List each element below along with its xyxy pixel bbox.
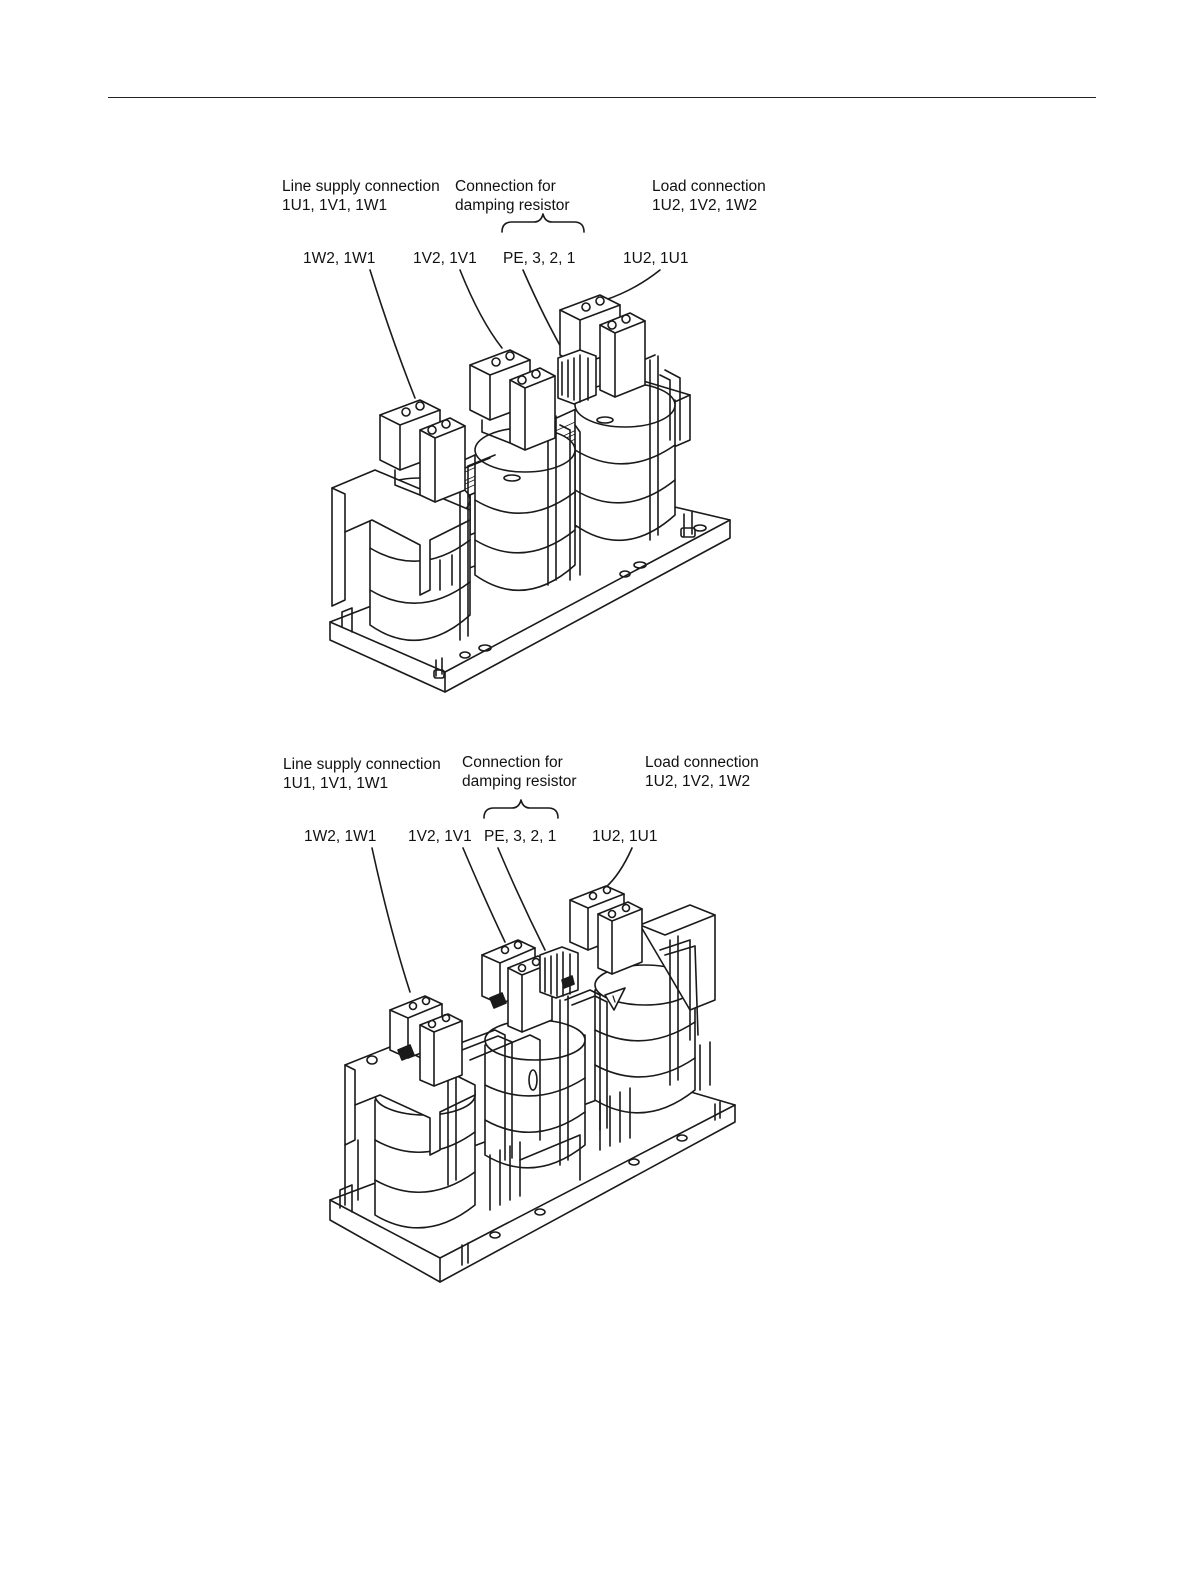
reactor-figure-1: Line supply connection 1U1, 1V1, 1W1 Con… (0, 0, 1191, 700)
damping-brace (484, 800, 558, 818)
damping-terminal-strip (540, 947, 578, 998)
leader-1w2-1w1 (370, 270, 415, 398)
reactor-drawing-1 (0, 0, 1191, 700)
leader-1v2-1v1 (460, 270, 502, 348)
coil-middle (475, 428, 575, 590)
leader-1u2-1u1 (605, 848, 632, 888)
reactor-drawing-2 (0, 700, 1191, 1300)
leader-1v2-1v1 (463, 848, 505, 942)
reactor-figure-2: Line supply connection 1U1, 1V1, 1W1 Con… (0, 700, 1191, 1300)
damping-terminal-strip (558, 350, 596, 404)
terminal-block-middle (470, 350, 555, 450)
damping-brace (502, 214, 584, 232)
terminal-block-right (570, 886, 642, 974)
leader-pe (498, 848, 545, 950)
leader-1w2-1w1 (372, 848, 410, 992)
coil-right (575, 383, 675, 540)
leader-1u2-1u1 (605, 270, 660, 300)
